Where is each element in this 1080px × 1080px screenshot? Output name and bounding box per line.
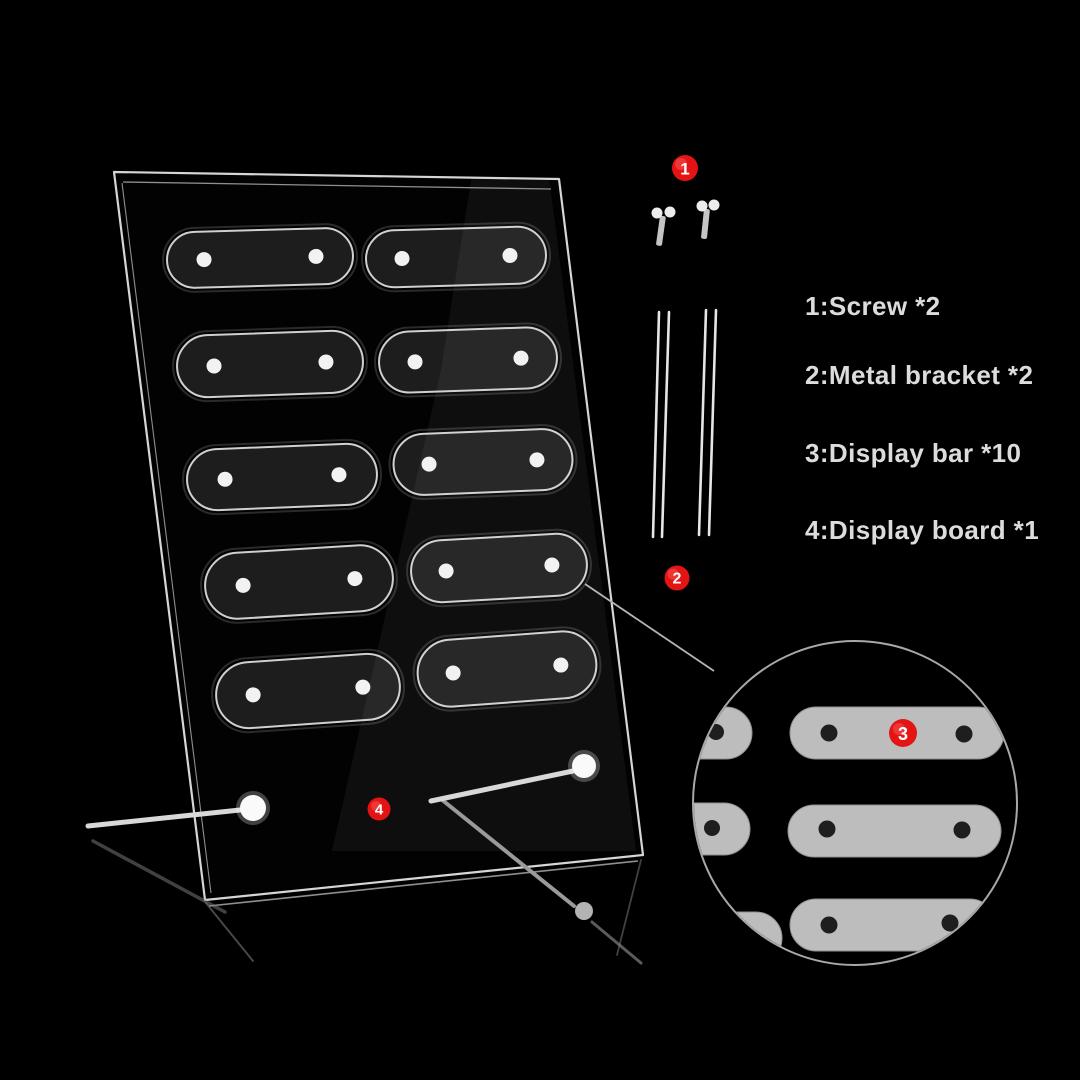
rod-ball-left bbox=[240, 795, 266, 821]
board-reflection-right-edge bbox=[616, 859, 642, 956]
parts-list-item-4: 4:Display board *1 bbox=[805, 515, 1040, 545]
badge-1-label: 1 bbox=[680, 160, 689, 179]
display-bar-closeup bbox=[694, 802, 751, 856]
rod-ball-right bbox=[572, 754, 596, 778]
metal-bracket-rod bbox=[697, 308, 718, 537]
rear-rod-ball bbox=[575, 902, 593, 920]
part-badge-4: 4 bbox=[367, 797, 391, 821]
parts-list-item-1: 1:Screw *2 bbox=[805, 291, 941, 321]
display-bar-closeup bbox=[694, 706, 753, 760]
board-reflection-left-edge bbox=[205, 902, 254, 962]
display-bar bbox=[162, 223, 358, 293]
rear-support-rod bbox=[439, 797, 576, 908]
board-outline bbox=[112, 170, 645, 902]
display-bar bbox=[374, 322, 562, 398]
display-bar bbox=[182, 438, 382, 516]
front-rod-right bbox=[428, 768, 576, 804]
badge-4-label: 4 bbox=[375, 802, 384, 819]
metal-bracket-rod bbox=[651, 310, 671, 539]
board-edge-thickness-top bbox=[122, 181, 552, 190]
display-board bbox=[112, 170, 645, 907]
part-badge-1: 1 bbox=[672, 155, 698, 181]
display-bar bbox=[406, 528, 592, 608]
badge-3-label: 3 bbox=[898, 724, 908, 744]
board-edge-thickness-bottom bbox=[208, 860, 639, 907]
display-bar bbox=[388, 424, 578, 500]
parts-list-item-3: 3:Display bar *10 bbox=[805, 438, 1022, 468]
badge-2-label: 2 bbox=[673, 571, 682, 588]
display-bar bbox=[211, 648, 405, 734]
display-bar bbox=[200, 540, 398, 624]
parts-list-item-2: 2:Metal bracket *2 bbox=[805, 360, 1034, 390]
rod-reflection-left bbox=[91, 839, 227, 914]
display-bar-closeup bbox=[787, 804, 1002, 858]
zoom-pointer-line bbox=[584, 583, 715, 672]
board-edge-thickness-left bbox=[121, 182, 212, 894]
stand-and-rods bbox=[85, 750, 643, 965]
screw-icon bbox=[696, 199, 720, 239]
rear-rod-reflection bbox=[590, 920, 643, 965]
zoom-detail-circle bbox=[692, 640, 1018, 966]
display-bar bbox=[412, 626, 602, 712]
magnifier-content bbox=[694, 706, 1005, 964]
display-bar bbox=[172, 325, 368, 403]
screw-icon bbox=[651, 206, 676, 246]
board-reflection bbox=[332, 174, 636, 851]
part-badge-3: 3 bbox=[889, 719, 917, 747]
display-bar bbox=[361, 221, 551, 293]
front-rod-left bbox=[85, 807, 243, 829]
part-badge-2: 2 bbox=[664, 565, 690, 591]
